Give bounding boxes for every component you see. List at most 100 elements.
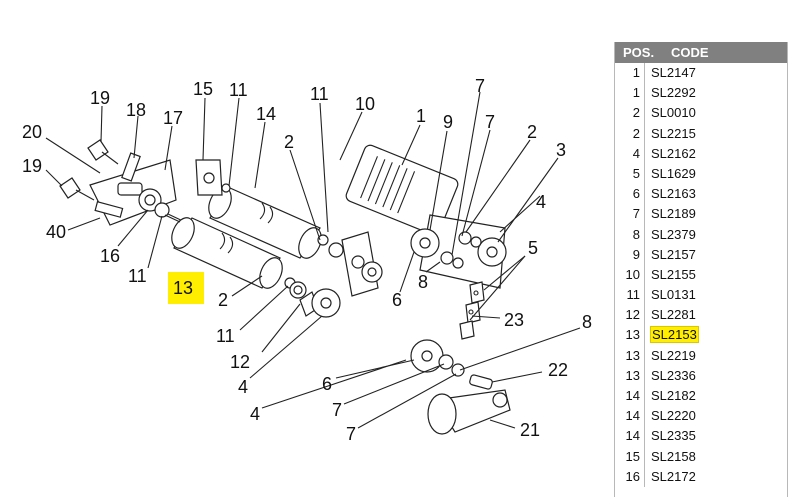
callout-12[interactable]: 12 — [230, 352, 250, 372]
callout-11[interactable]: 11 — [229, 80, 248, 100]
callout-5[interactable]: 5 — [528, 238, 538, 258]
callout-15[interactable]: 15 — [193, 79, 213, 99]
callout-23[interactable]: 23 — [504, 310, 524, 330]
code-cell[interactable]: SL2158 — [645, 447, 696, 467]
callout-16[interactable]: 16 — [100, 246, 120, 266]
code-cell[interactable]: SL2220 — [645, 406, 696, 426]
table-row[interactable]: 16 SL2172 — [615, 466, 787, 487]
code-cell[interactable]: SL2379 — [645, 225, 696, 245]
code-text: SL1629 — [651, 165, 696, 181]
callout-40[interactable]: 40 — [46, 222, 66, 242]
callout-1[interactable]: 1 — [416, 106, 426, 126]
column-header-code: CODE — [671, 45, 709, 60]
pos-cell: 14 — [615, 426, 645, 447]
code-cell[interactable]: SL2153 — [645, 325, 699, 345]
callout-4[interactable]: 4 — [238, 377, 248, 397]
callout-2[interactable]: 2 — [527, 122, 537, 142]
callout-7[interactable]: 7 — [346, 424, 356, 444]
pos-cell: 16 — [615, 466, 645, 487]
callout-8[interactable]: 8 — [582, 312, 592, 332]
callout-3[interactable]: 3 — [556, 140, 566, 160]
pos-cell: 2 — [615, 123, 645, 144]
callout-11[interactable]: 11 — [128, 266, 147, 286]
code-text: SL2379 — [651, 226, 696, 242]
code-text: SL2172 — [651, 468, 696, 484]
code-cell[interactable]: SL2219 — [645, 346, 696, 366]
callout-11[interactable]: 11 — [310, 84, 329, 104]
callout-20[interactable]: 20 — [22, 122, 42, 142]
callout-21[interactable]: 21 — [520, 420, 540, 440]
code-cell[interactable]: SL2162 — [645, 144, 696, 164]
callout-8[interactable]: 8 — [418, 272, 428, 292]
callout-18[interactable]: 18 — [126, 100, 146, 120]
exploded-parts-diagram: 19 18 17 15 11 14 11 10 1 9 7 7 2 3 20 2… — [22, 76, 592, 444]
callout-17[interactable]: 17 — [163, 108, 183, 128]
code-cell[interactable]: SL2157 — [645, 245, 696, 265]
code-text: SL2157 — [651, 246, 696, 262]
callout-19[interactable]: 19 — [90, 88, 110, 108]
code-cell[interactable]: SL2189 — [645, 204, 696, 224]
code-cell[interactable]: SL2163 — [645, 184, 696, 204]
code-cell[interactable]: SL2172 — [645, 467, 696, 487]
code-cell[interactable]: SL0010 — [645, 103, 696, 123]
code-cell[interactable]: SL1629 — [645, 164, 696, 184]
code-cell[interactable]: SL2147 — [645, 63, 696, 83]
code-cell[interactable]: SL2292 — [645, 83, 696, 103]
code-cell[interactable]: SL2182 — [645, 386, 696, 406]
code-text: SL2281 — [651, 307, 696, 323]
callout-7[interactable]: 7 — [332, 400, 342, 420]
pos-cell: 1 — [615, 83, 645, 104]
code-cell[interactable]: SL2336 — [645, 366, 696, 386]
code-cell[interactable]: SL2215 — [645, 124, 696, 144]
pos-cell: 4 — [615, 143, 645, 164]
pos-cell: 9 — [615, 244, 645, 265]
pos-cell: 6 — [615, 184, 645, 205]
callout-4[interactable]: 4 — [536, 192, 546, 212]
pos-cell: 1 — [615, 63, 645, 84]
code-text: SL2155 — [651, 266, 696, 282]
callout-7[interactable]: 7 — [475, 76, 485, 96]
table-row[interactable]: 1 SL2147 — [615, 63, 787, 84]
callout-2[interactable]: 2 — [284, 132, 294, 152]
table-row[interactable]: 10 SL2155 — [615, 264, 787, 286]
callout-14[interactable]: 14 — [256, 104, 276, 124]
code-cell[interactable]: SL2155 — [645, 265, 696, 285]
callout-2[interactable]: 2 — [218, 290, 228, 310]
code-cell[interactable]: SL2281 — [645, 305, 696, 325]
code-text: SL2147 — [651, 65, 696, 80]
code-text: SL2189 — [651, 206, 696, 222]
pos-cell: 10 — [615, 264, 645, 286]
callout-19[interactable]: 19 — [22, 156, 42, 176]
callout-13[interactable]: 13 — [173, 278, 193, 298]
callout-11[interactable]: 11 — [216, 326, 235, 346]
callout-6[interactable]: 6 — [322, 374, 332, 394]
pos-cell: 13 — [615, 365, 645, 386]
callout-4[interactable]: 4 — [250, 404, 260, 424]
code-text: SL0131 — [651, 287, 696, 303]
code-cell[interactable]: SL0131 — [645, 285, 696, 305]
callout-22[interactable]: 22 — [548, 360, 568, 380]
code-cell[interactable]: SL2335 — [645, 426, 696, 446]
callout-9[interactable]: 9 — [443, 112, 453, 132]
callout-6[interactable]: 6 — [392, 290, 402, 310]
callout-10[interactable]: 10 — [355, 94, 375, 114]
table-row[interactable]: 9 SL2157 — [615, 244, 787, 265]
callout-7[interactable]: 7 — [485, 112, 495, 132]
